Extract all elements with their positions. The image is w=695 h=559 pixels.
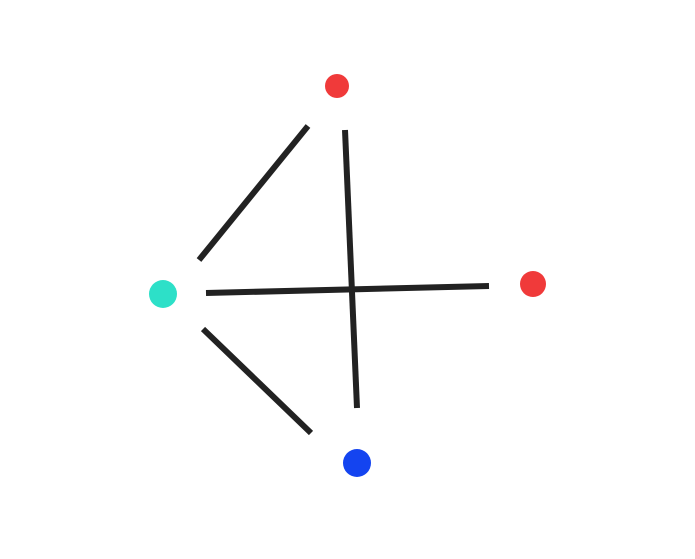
node-right bbox=[520, 271, 546, 297]
node-bottom bbox=[343, 449, 371, 477]
nodes-layer bbox=[149, 74, 546, 477]
edge-left-right bbox=[205, 283, 490, 296]
node-top bbox=[325, 74, 349, 98]
node-left bbox=[149, 280, 177, 308]
edge-left-bottom bbox=[200, 326, 314, 436]
edge-top-left bbox=[196, 124, 311, 262]
edges-layer bbox=[196, 124, 490, 436]
edge-top-bottom bbox=[342, 129, 360, 409]
